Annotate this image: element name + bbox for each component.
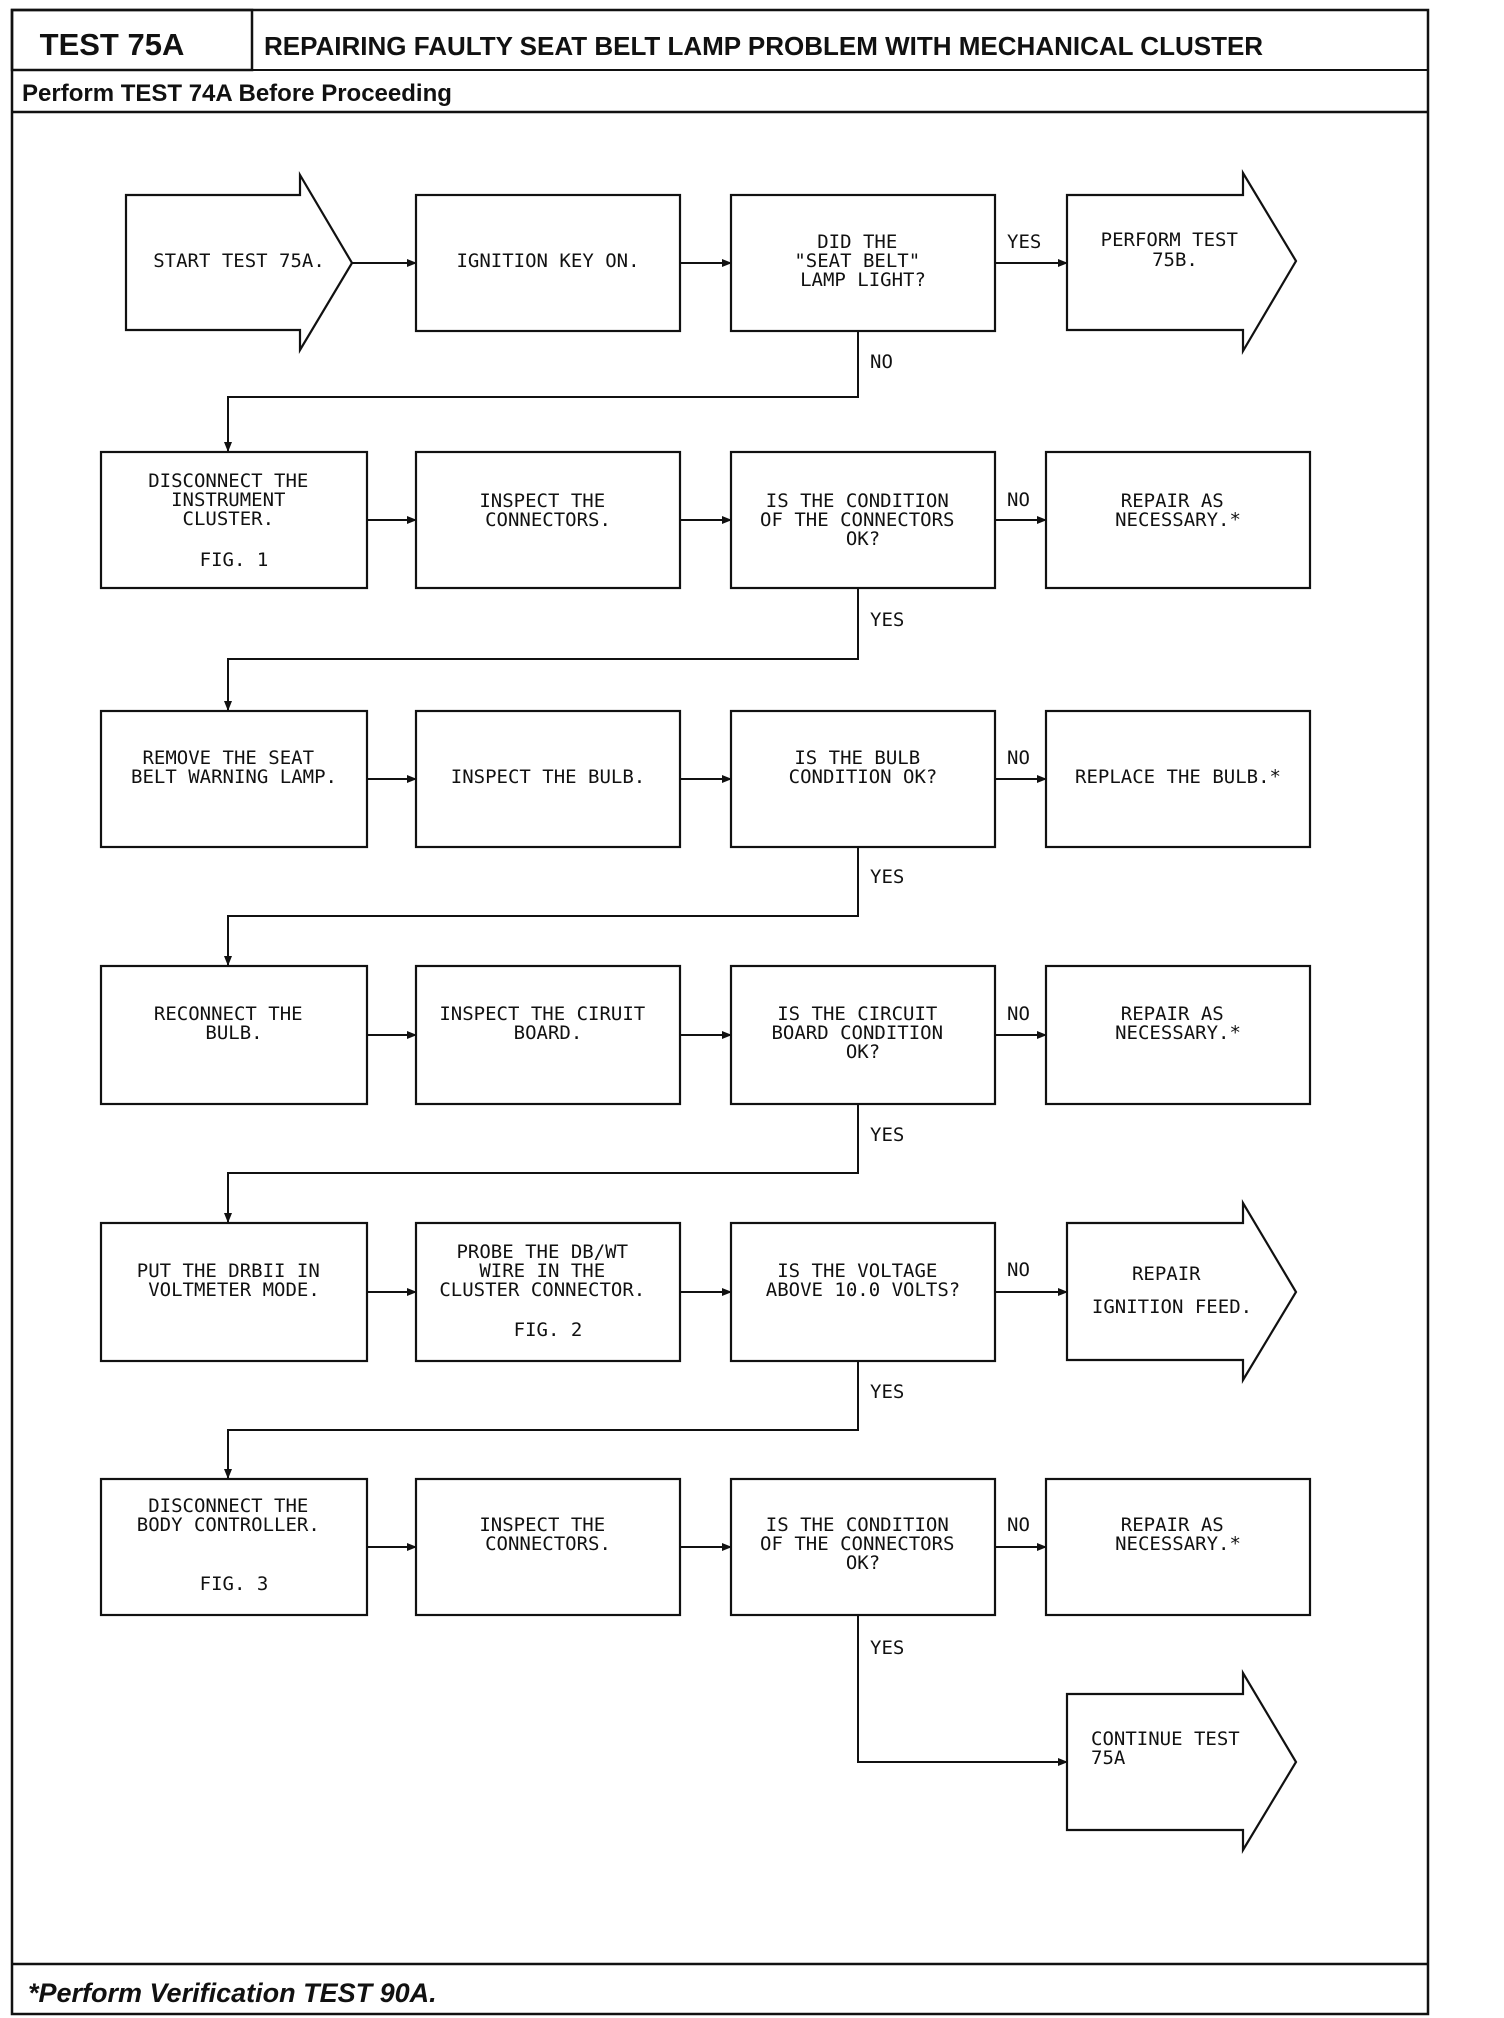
- bulb-ok-decision: [729, 709, 997, 849]
- bulb-ok-question: IS THE BULB CONDITION OK?: [789, 747, 938, 788]
- inspect-connectors-label-row6: INSPECT THE CONNECTORS.: [479, 1514, 616, 1555]
- start-test-label: START TEST 75A.: [153, 250, 325, 272]
- yes-label-row1: YES: [1007, 231, 1041, 253]
- inspect-bulb-label: INSPECT THE BULB.: [451, 766, 645, 788]
- yes-label-row4: YES: [870, 1124, 904, 1146]
- voltage-question: IS THE VOLTAGE ABOVE 10.0 VOLTS?: [766, 1260, 960, 1301]
- no-label-row6: NO: [1007, 1514, 1030, 1536]
- voltage-decision: [729, 1221, 997, 1363]
- seat-belt-lamp-decision: [729, 193, 997, 333]
- circuit-board-ok-question: IS THE CIRCUIT BOARD CONDITION OK?: [771, 1003, 954, 1063]
- yes-label-row2: YES: [870, 609, 904, 631]
- connector-row3-yes: [224, 847, 859, 966]
- inspect-connectors-box-row6: [414, 1477, 682, 1617]
- no-label-row4: NO: [1007, 1003, 1030, 1025]
- replace-bulb-box: [1044, 709, 1312, 849]
- voltmeter-mode-label: PUT THE DRBII IN VOLTMETER MODE.: [137, 1260, 331, 1301]
- connectors-ok-decision-row2: [729, 450, 997, 590]
- disconnect-cluster-label: DISCONNECT THE INSTRUMENT CLUSTER. FIG. …: [148, 470, 320, 571]
- remove-lamp-label: REMOVE THE SEAT BELT WARNING LAMP.: [131, 747, 337, 788]
- yes-label-row5: YES: [870, 1381, 904, 1403]
- continue-test-arrow: [1065, 1669, 1298, 1854]
- voltmeter-mode-box: [99, 1221, 369, 1363]
- yes-label-row6: YES: [870, 1637, 904, 1659]
- perform-test-75b-arrow: [1065, 169, 1298, 356]
- reconnect-bulb-box: [99, 964, 369, 1106]
- no-label-row5: NO: [1007, 1259, 1030, 1281]
- repair-as-necessary-label-row4: REPAIR AS NECESSARY.*: [1115, 1003, 1241, 1044]
- no-label-row3: NO: [1007, 747, 1030, 769]
- page-title: REPAIRING FAULTY SEAT BELT LAMP PROBLEM …: [264, 31, 1263, 61]
- test-id: TEST 75A: [40, 27, 185, 62]
- inspect-bulb-box: [414, 709, 682, 849]
- disconnect-body-controller-label: DISCONNECT THE BODY CONTROLLER. FIG. 3: [137, 1495, 331, 1595]
- connectors-ok-question-row6: IS THE CONDITION OF THE CONNECTORS OK?: [760, 1514, 966, 1574]
- connectors-ok-question-row2: IS THE CONDITION OF THE CONNECTORS OK?: [760, 490, 966, 550]
- connector-row4-yes: [224, 1104, 859, 1223]
- start-test-arrow: [124, 170, 354, 354]
- connectors-ok-decision-row6: [729, 1477, 997, 1617]
- disconnect-body-controller-box: [99, 1477, 369, 1617]
- no-label-row2: NO: [1007, 489, 1030, 511]
- continue-test-label: CONTINUE TEST 75A: [1091, 1728, 1251, 1769]
- replace-bulb-label: REPLACE THE BULB.*: [1075, 766, 1281, 788]
- page-subtitle: Perform TEST 74A Before Proceeding: [22, 80, 452, 107]
- repair-as-necessary-box-row6: [1044, 1477, 1312, 1617]
- inspect-connectors-label-row2: INSPECT THE CONNECTORS.: [479, 490, 616, 531]
- ignition-key-on-box: [414, 193, 682, 333]
- circuit-board-ok-decision: [729, 964, 997, 1106]
- inspect-circuit-board-box: [414, 964, 682, 1106]
- repair-as-necessary-box-row4: [1044, 964, 1312, 1106]
- repair-as-necessary-label-row2: REPAIR AS NECESSARY.*: [1115, 490, 1241, 531]
- disconnect-cluster-box: [99, 450, 369, 590]
- yes-label-row3: YES: [870, 866, 904, 888]
- repair-ignition-feed-arrow: [1065, 1199, 1298, 1384]
- connector-row5-yes: [224, 1361, 859, 1479]
- reconnect-bulb-label: RECONNECT THE BULB.: [154, 1003, 314, 1044]
- repair-as-necessary-box-row2: [1044, 450, 1312, 590]
- probe-wire-label: PROBE THE DB/WT WIRE IN THE CLUSTER CONN…: [439, 1241, 656, 1341]
- seat-belt-lamp-question: DID THE "SEAT BELT" LAMP LIGHT?: [794, 231, 931, 291]
- page-frame: [10, 8, 1430, 2016]
- repair-ignition-feed-label: REPAIR IGNITION FEED.: [1092, 1263, 1252, 1318]
- no-label-row1: NO: [870, 351, 893, 373]
- ignition-key-on-label: IGNITION KEY ON.: [456, 250, 639, 272]
- connector-row6-yes: [857, 1615, 1068, 1766]
- footer-note: *Perform Verification TEST 90A.: [28, 1978, 437, 2008]
- repair-as-necessary-label-row6: REPAIR AS NECESSARY.*: [1115, 1514, 1241, 1555]
- connector-row2-yes: [224, 588, 859, 711]
- connector-no-to-row2: [224, 331, 859, 452]
- perform-test-75b-label: PERFORM TEST 75B.: [1101, 229, 1250, 271]
- remove-lamp-box: [99, 709, 369, 849]
- inspect-circuit-board-label: INSPECT THE CIRUIT BOARD.: [439, 1003, 656, 1044]
